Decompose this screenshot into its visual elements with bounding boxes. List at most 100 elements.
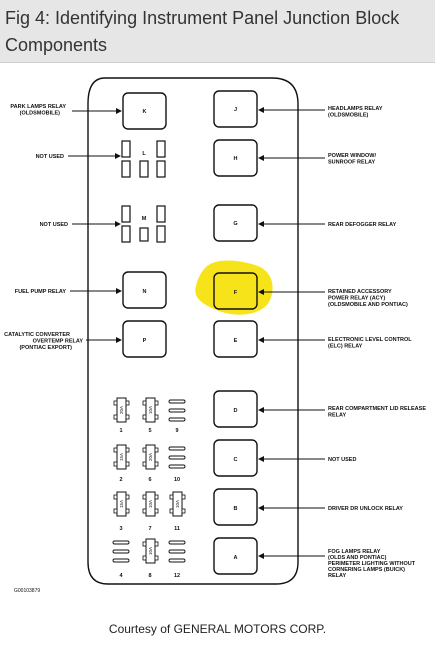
relay-p-letter: P	[143, 338, 147, 344]
fuse-number: 11	[174, 526, 180, 532]
right-label-4-line-1: (ELC) RELAY	[328, 344, 363, 350]
relay-l-letter: L	[142, 151, 146, 157]
relay-d-letter: D	[234, 408, 238, 414]
relay-g: G	[213, 204, 258, 242]
fuse-rating: 20A	[119, 406, 124, 414]
fuse-number: 6	[148, 477, 151, 483]
svg-text:NOT USED: NOT USED	[40, 222, 68, 228]
right-label-3-line-0: RETAINED ACCESSORY	[328, 289, 392, 295]
right-label-8-line-2: PERIMETER LIGHTING WITHOUT	[328, 561, 416, 567]
fuse-number: 10	[174, 477, 180, 483]
relay-a: A	[213, 537, 258, 575]
relay-e-letter: E	[234, 338, 238, 344]
left-label-4-line-0: CATALYTIC CONVERTER	[4, 332, 70, 338]
svg-text:HEADLAMPS RELAY(OLDSMOBILE): HEADLAMPS RELAY(OLDSMOBILE)	[328, 106, 383, 119]
relay-l-socket: L	[121, 140, 166, 178]
fuse: 15A	[113, 444, 130, 470]
right-label-5-line-1: RELAY	[328, 413, 346, 419]
fuse-rating: 20A	[148, 453, 153, 461]
relay-d: D	[213, 390, 258, 428]
empty-fuse-slot	[168, 540, 186, 563]
fuse-rating: 15A	[119, 500, 124, 508]
empty-fuse-slot	[168, 399, 186, 422]
relay-m-socket: M	[121, 205, 166, 243]
right-label-1-line-1: SUNROOF RELAY	[328, 160, 375, 166]
svg-text:ELECTRONIC LEVEL CONTROL(ELC): ELECTRONIC LEVEL CONTROL(ELC) RELAY	[328, 337, 412, 350]
fuse-number: 3	[119, 526, 122, 532]
right-label-8-line-3: CORNERING LAMPS (BUICK)	[328, 567, 405, 573]
relay-k: K	[122, 92, 167, 130]
fuse-rating: 10A	[148, 547, 153, 555]
left-labels: PARK LAMPS RELAY(OLDSMOBILE) NOT USED NO…	[4, 104, 83, 351]
right-label-8-line-0: FOG LAMPS RELAY	[328, 549, 381, 555]
figure-id: G00103879	[14, 588, 40, 594]
right-label-1-line-0: POWER WINDOW/	[328, 153, 376, 159]
relay-b-letter: B	[234, 506, 238, 512]
fuse: 20A	[113, 397, 130, 423]
right-label-0-line-1: (OLDSMOBILE)	[328, 113, 368, 119]
fuse: 10A	[142, 491, 159, 517]
relay-a-letter: A	[234, 555, 238, 561]
fuse-number: 12	[174, 573, 180, 579]
fuse: 15A	[113, 491, 130, 517]
svg-text:PARK LAMPS RELAY(OLDSMOBILE): PARK LAMPS RELAY(OLDSMOBILE)	[10, 104, 66, 117]
relay-n: N	[122, 271, 167, 309]
empty-fuse-slot	[112, 540, 130, 563]
svg-text:FUEL PUMP RELAY: FUEL PUMP RELAY	[15, 289, 67, 295]
svg-text:NOT USED: NOT USED	[36, 154, 64, 160]
right-label-0-line-0: HEADLAMPS RELAY	[328, 106, 383, 112]
right-label-5-line-0: REAR COMPARTMENT LID RELEASE	[328, 406, 426, 412]
junction-block-outline	[87, 77, 299, 585]
left-label-2-line-0: NOT USED	[40, 222, 68, 228]
right-label-7-line-0: DRIVER DR UNLOCK RELAY	[328, 506, 403, 512]
empty-fuse-slot	[168, 446, 186, 469]
left-label-4-line-2: (PONTIAC EXPORT)	[19, 345, 72, 351]
svg-text:NOT USED: NOT USED	[328, 457, 356, 463]
svg-text:POWER WINDOW/SUNROOF RELAY: POWER WINDOW/SUNROOF RELAY	[328, 153, 376, 166]
fuse-number: 2	[119, 477, 122, 483]
right-label-2-line-0: REAR DEFOGGER RELAY	[328, 222, 397, 228]
fuse-number: 9	[175, 428, 178, 434]
fuse: 20A	[142, 444, 159, 470]
right-label-3-line-1: POWER RELAY (ACY)	[328, 296, 385, 302]
relay-m-letter: M	[142, 216, 147, 222]
left-label-4-line-1: OVERTEMP RELAY	[33, 339, 84, 345]
relay-f-letter: F	[234, 290, 238, 296]
left-label-0-line-0: PARK LAMPS RELAY	[10, 104, 66, 110]
relay-f: F	[213, 272, 258, 310]
left-callouts	[68, 108, 122, 343]
relay-j-letter: J	[234, 107, 237, 113]
relay-c: C	[213, 439, 258, 477]
fuse-number: 7	[148, 526, 151, 532]
relay-g-letter: G	[233, 221, 237, 227]
figure-header: Fig 4: Identifying Instrument Panel Junc…	[0, 0, 435, 63]
fuse-number: 1	[119, 428, 122, 434]
fuse-rating: 10A	[175, 500, 180, 508]
left-label-0-line-1: (OLDSMOBILE)	[20, 111, 60, 117]
relay-k-letter: K	[143, 109, 147, 115]
svg-text:DRIVER DR UNLOCK RELAY: DRIVER DR UNLOCK RELAY	[328, 506, 403, 512]
highlight-mark	[195, 260, 273, 315]
fuse-number: 4	[119, 573, 123, 579]
right-labels: HEADLAMPS RELAY(OLDSMOBILE) POWER WINDOW…	[328, 106, 426, 579]
junction-block-diagram: K N P L M J H G F	[4, 77, 426, 594]
fuse-rating: 10A	[148, 406, 153, 414]
svg-text:REAR DEFOGGER RELAY: REAR DEFOGGER RELAY	[328, 222, 397, 228]
relay-c-letter: C	[234, 457, 238, 463]
credit-line: Courtesy of GENERAL MOTORS CORP.	[108, 622, 327, 636]
figure-title: Fig 4: Identifying Instrument Panel Junc…	[5, 8, 400, 55]
relay-e: E	[213, 320, 258, 358]
svg-text:FOG LAMPS RELAY(OLDS AND PONTI: FOG LAMPS RELAY(OLDS AND PONTIAC)PERIMET…	[328, 549, 416, 579]
fuse-rating: 15A	[119, 453, 124, 461]
right-label-3-line-2: (OLDSMOBILE AND PONTIAC)	[328, 302, 408, 308]
fuse: 10A	[142, 397, 159, 423]
right-label-8-line-4: RELAY	[328, 573, 346, 579]
relay-p: P	[122, 320, 167, 358]
right-label-6-line-0: NOT USED	[328, 457, 356, 463]
fuse-number: 8	[148, 573, 151, 579]
relay-j: J	[213, 90, 258, 128]
fuse: 10A	[142, 538, 159, 564]
